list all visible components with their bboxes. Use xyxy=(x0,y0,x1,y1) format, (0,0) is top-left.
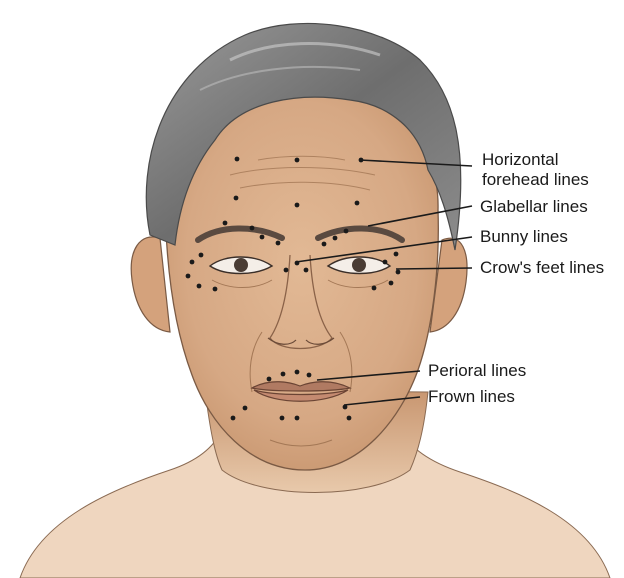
left-ear xyxy=(131,237,170,332)
label-perioral-lines: Perioral lines xyxy=(428,361,526,381)
label-glabellar-lines: Glabellar lines xyxy=(480,197,588,217)
label-frown-lines: Frown lines xyxy=(428,387,515,407)
label-crows-feet-lines: Crow's feet lines xyxy=(480,258,604,278)
label-forehead-line1: Horizontal xyxy=(482,150,589,170)
label-bunny-lines: Bunny lines xyxy=(480,227,568,247)
label-horizontal-forehead-lines: Horizontal forehead lines xyxy=(482,150,589,190)
label-forehead-line2: forehead lines xyxy=(482,170,589,190)
